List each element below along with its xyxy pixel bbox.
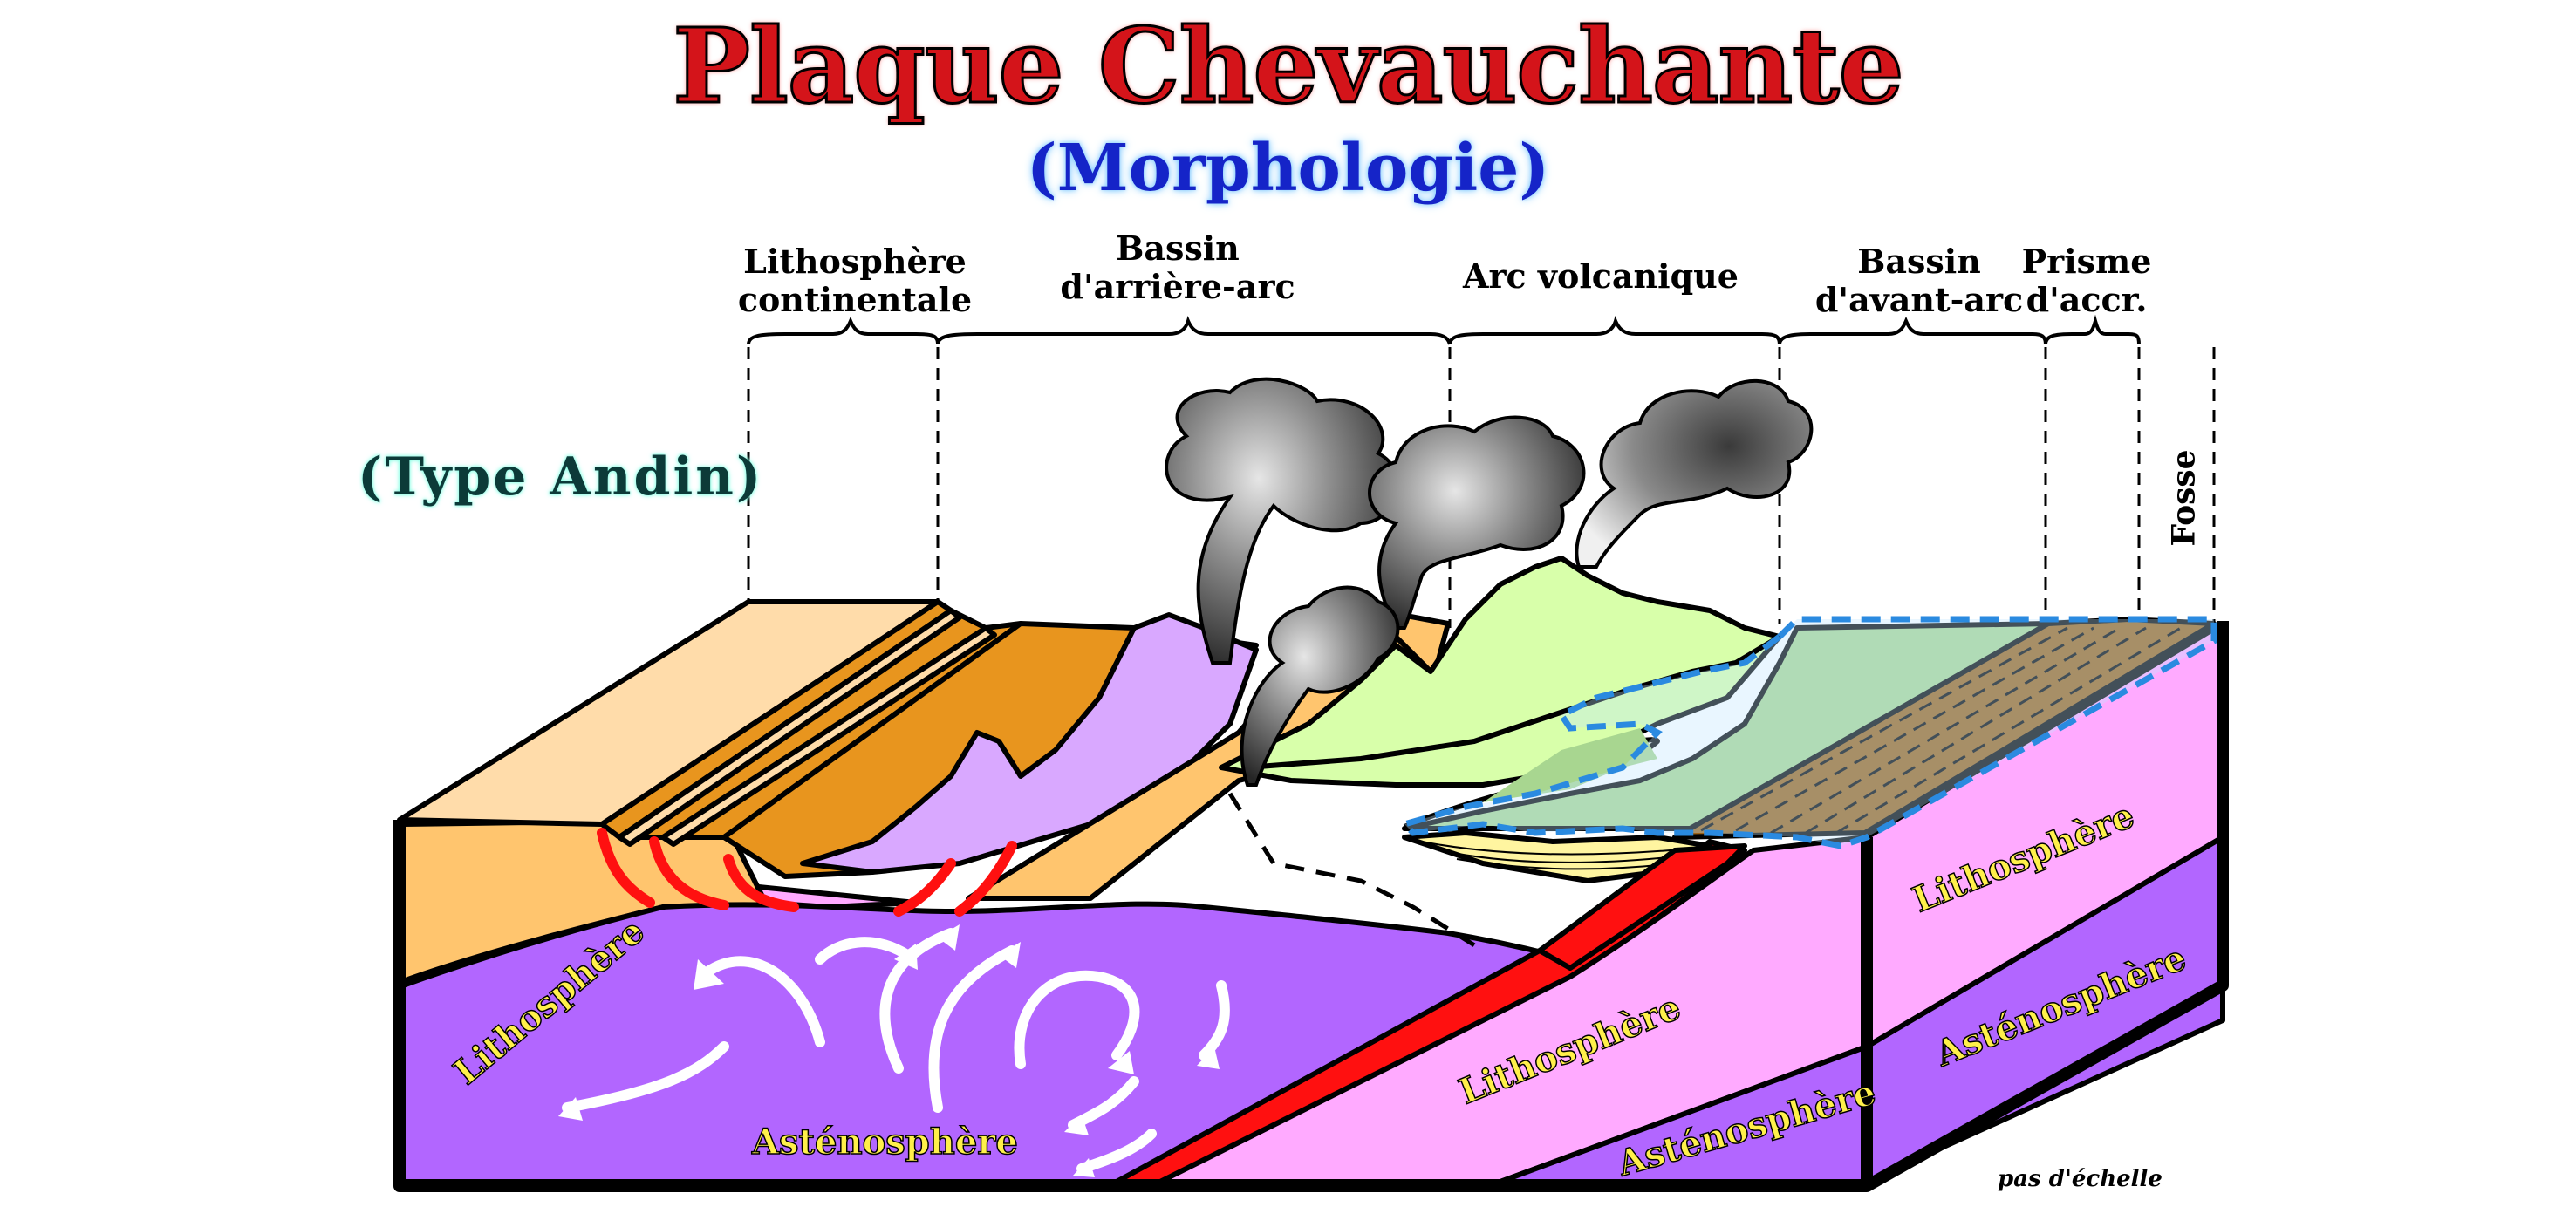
moho-dashed (1227, 792, 1485, 953)
smoke-plume-1 (1165, 377, 1399, 665)
zone-label-prisme: Prisme d'accr. (2021, 242, 2152, 319)
zone-label-bassin-avant-arc: Bassin d'avant-arc (1814, 242, 2024, 319)
coastal-water (1483, 728, 1657, 802)
layer-label-asthenosphere-left: Asténosphère (751, 1121, 1018, 1163)
zone-brackets (747, 314, 2141, 345)
smoke-plume-3 (1575, 378, 1814, 569)
type-label: (Type Andin) (358, 447, 764, 508)
asthenosphere-region (400, 901, 1555, 1184)
zone-label-fosse: Fosse (2165, 449, 2203, 547)
zone-dividers (747, 347, 2216, 628)
smoke-plume-4 (1240, 585, 1400, 787)
normal-faults (597, 828, 1017, 917)
diagram-title: Plaque Chevauchante (672, 4, 1906, 128)
smoke-plume-2 (1368, 415, 1586, 630)
smoke-plumes (1165, 377, 1814, 787)
trench-slab-stripes (1537, 843, 1747, 971)
zone-label-lithosphere-continentale: Lithosphère continentale (737, 242, 973, 319)
zone-label-bassin-arriere-arc: Bassin d'arrière-arc (1060, 228, 1295, 306)
sea-outline (1398, 616, 2217, 849)
scale-note: pas d'échelle (1998, 1166, 2163, 1192)
diagram-subtitle: (Morphologie) (1026, 131, 1550, 206)
back-arc-mountains (800, 612, 1259, 875)
zone-label-arc-volcanique: Arc volcanique (1463, 256, 1739, 296)
lithosphere-middle-region (1158, 835, 1869, 1184)
arrow-heads (558, 924, 1220, 1177)
